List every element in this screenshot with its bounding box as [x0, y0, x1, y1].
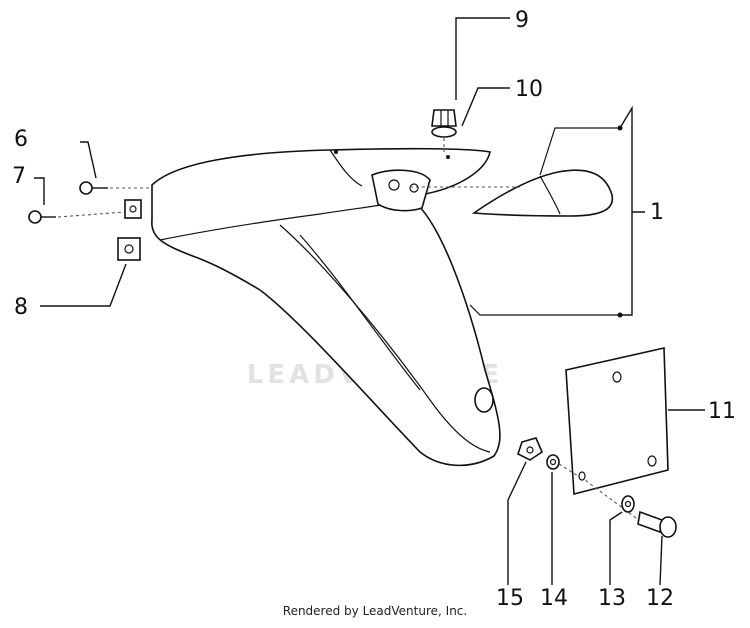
callout-15: 15	[496, 586, 524, 611]
bolt-part-12	[584, 479, 677, 586]
callout-9: 9	[515, 8, 529, 33]
callout-12: 12	[646, 586, 674, 611]
callout-7: 7	[12, 164, 26, 189]
washer-part-10	[431, 87, 510, 152]
nut-part-8	[40, 237, 141, 307]
callout-11: 11	[708, 399, 736, 424]
plate-part-11	[565, 347, 705, 496]
callout-1: 1	[650, 200, 664, 225]
cap-nut-part-9	[431, 17, 510, 127]
fender-trim-piece	[471, 169, 614, 217]
screw-part-7	[28, 177, 126, 224]
front-fender	[151, 147, 501, 467]
nut-part-15	[507, 437, 543, 585]
washer-part-14	[546, 454, 579, 585]
callout-10: 10	[515, 77, 543, 102]
screw-part-6	[79, 141, 150, 195]
callout-8: 8	[14, 295, 28, 320]
callout-13: 13	[598, 586, 626, 611]
washer-part-13	[609, 495, 635, 585]
callout-14: 14	[540, 586, 568, 611]
callout-6: 6	[14, 127, 28, 152]
footer-credit: Rendered by LeadVenture, Inc.	[282, 604, 468, 618]
callout-1-bracket	[619, 105, 645, 316]
